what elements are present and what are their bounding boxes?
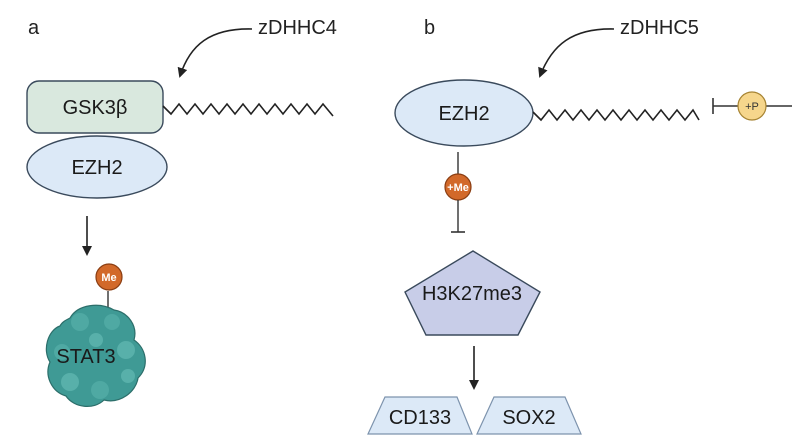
- zdhhc5-label: zDHHC5: [620, 17, 699, 39]
- panel-b-label: b: [424, 17, 435, 39]
- h3k27me3-label: H3K27me3: [422, 283, 522, 305]
- palmitoyl-chain-a: [162, 102, 334, 117]
- stat3-protein: [45, 304, 146, 407]
- zdhhc5-curved-arrow: [538, 28, 615, 78]
- zdhhc4-curved-arrow: [177, 28, 253, 78]
- ezh2-ellipse-a: [26, 135, 168, 199]
- phospho-badge-label: +P: [745, 101, 759, 113]
- ezh2-label-b: EZH2: [438, 103, 489, 125]
- me-badge-b-label: +Me: [447, 182, 469, 194]
- target-cd133-label: CD133: [389, 407, 451, 429]
- gsk3b-label: GSK3β: [63, 97, 128, 119]
- me-badge-a: [95, 263, 123, 291]
- h3k27me3-pentagon: [404, 250, 541, 336]
- target-cd133-shape: [367, 396, 473, 435]
- zdhhc4-label: zDHHC4: [258, 17, 337, 39]
- panel-a-label: a: [28, 17, 40, 39]
- stat3-label: STAT3: [56, 346, 115, 368]
- me-badge-a-label: Me: [101, 272, 116, 284]
- palmitoyl-chain-b: [532, 108, 700, 122]
- target-sox2-shape: [476, 396, 582, 435]
- ezh2-label-a: EZH2: [71, 157, 122, 179]
- phospho-badge: [737, 91, 767, 121]
- target-sox2-label: SOX2: [502, 407, 555, 429]
